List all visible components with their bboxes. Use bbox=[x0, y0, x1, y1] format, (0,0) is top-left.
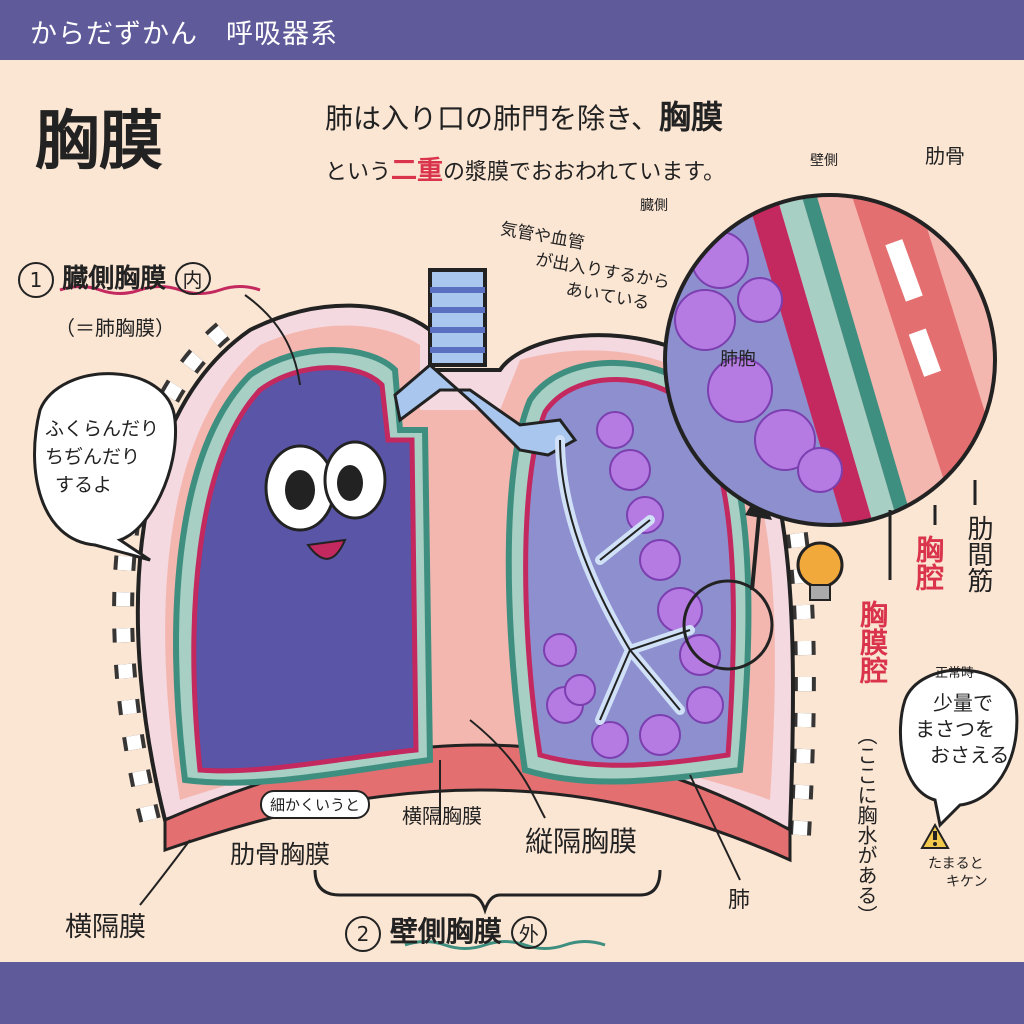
detail-ring bbox=[682, 579, 774, 671]
rib-pleura-label: 肋骨胸膜 bbox=[230, 840, 331, 869]
top-bar: からだずかん 呼吸器系 bbox=[0, 0, 1024, 60]
normal-fluid-label: 正常時 bbox=[935, 666, 975, 681]
intro-line1-part1: 肺は入り口の肺門を除き、 bbox=[325, 102, 660, 135]
diaphragm-label: 横隔膜 bbox=[65, 912, 146, 943]
speech-bubble-text: ふくらんだり ちぢんだり するよ bbox=[45, 415, 159, 499]
parietal-number: 2 bbox=[345, 916, 381, 952]
parietal-tag: 外 bbox=[510, 916, 547, 949]
normal-fluid-line3: おさえる bbox=[930, 743, 1010, 767]
zoom-visceral-label: 臓側 bbox=[640, 198, 668, 214]
lung-label: 肺 bbox=[728, 888, 751, 913]
note-bubble-shape bbox=[899, 668, 1019, 829]
detail-note: 細かくいうと bbox=[260, 790, 371, 819]
normal-fluid-line2: まさつを bbox=[915, 717, 995, 741]
intercostal-muscle-label: 肋間筋 bbox=[963, 515, 993, 593]
zoom-rib-label: 肋骨 bbox=[925, 144, 965, 168]
intro-line2-part1: という bbox=[325, 160, 392, 185]
zoom-view bbox=[663, 193, 997, 527]
visceral-tag: 内 bbox=[174, 262, 211, 295]
parietal-label: 壁側胸膜 bbox=[389, 915, 502, 948]
normal-fluid-text: 少量で まさつを おさえる bbox=[915, 690, 1009, 768]
bottom-bar bbox=[0, 962, 1024, 1024]
warning-note: たまると キケン bbox=[928, 855, 988, 891]
speech-line-2: ちぢんだり bbox=[45, 446, 141, 468]
lightbulb-icon bbox=[796, 541, 844, 601]
zoom-parietal-label: 壁側 bbox=[810, 153, 838, 169]
visceral-alias: （＝肺胸膜） bbox=[55, 316, 175, 340]
warning-line2: キケン bbox=[946, 874, 988, 890]
speech-line-3: するよ bbox=[55, 474, 113, 496]
parietal-underline bbox=[404, 940, 606, 950]
mediastinal-pleura-label: 縦隔胸膜 bbox=[525, 825, 638, 858]
visceral-underline bbox=[59, 285, 261, 295]
speech-bubble-shape bbox=[33, 372, 178, 562]
visceral-heading: 1 臓側胸膜 内 bbox=[18, 258, 211, 298]
diaphragm-pleura-label: 横隔胸膜 bbox=[402, 804, 482, 828]
series-title: からだずかん 呼吸器系 bbox=[30, 19, 338, 50]
intro-line2-part2: の漿膜でおおわれています。 bbox=[443, 160, 726, 185]
fluid-note: （ここに胸水がある） bbox=[854, 725, 878, 925]
visceral-label: 臓側胸膜 bbox=[62, 264, 167, 294]
warning-line1: たまると bbox=[928, 856, 984, 872]
intro-line2-highlight: 二重 bbox=[391, 156, 444, 186]
intro-line1-highlight: 胸膜 bbox=[659, 98, 724, 136]
pleural-cavity-label: 胸膜腔 bbox=[856, 600, 889, 684]
bracket bbox=[313, 869, 662, 915]
thoracic-cavity-label: 胸腔 bbox=[912, 535, 945, 591]
visceral-number: 1 bbox=[18, 262, 54, 298]
lung-face bbox=[264, 440, 387, 560]
intro-line2: という二重の漿膜でおおわれています。 bbox=[325, 150, 725, 187]
normal-fluid-line1: 少量で bbox=[933, 691, 993, 715]
page-title: 胸膜 bbox=[35, 105, 163, 179]
speech-line-1: ふくらんだり bbox=[45, 418, 160, 440]
bronchi bbox=[393, 363, 578, 457]
warning-icon bbox=[920, 822, 950, 849]
intro-line1: 肺は入り口の肺門を除き、胸膜 bbox=[325, 92, 723, 138]
parietal-heading: 2 壁側胸膜 外 bbox=[345, 910, 547, 952]
zoom-lung-label: 肺胞 bbox=[720, 349, 756, 370]
